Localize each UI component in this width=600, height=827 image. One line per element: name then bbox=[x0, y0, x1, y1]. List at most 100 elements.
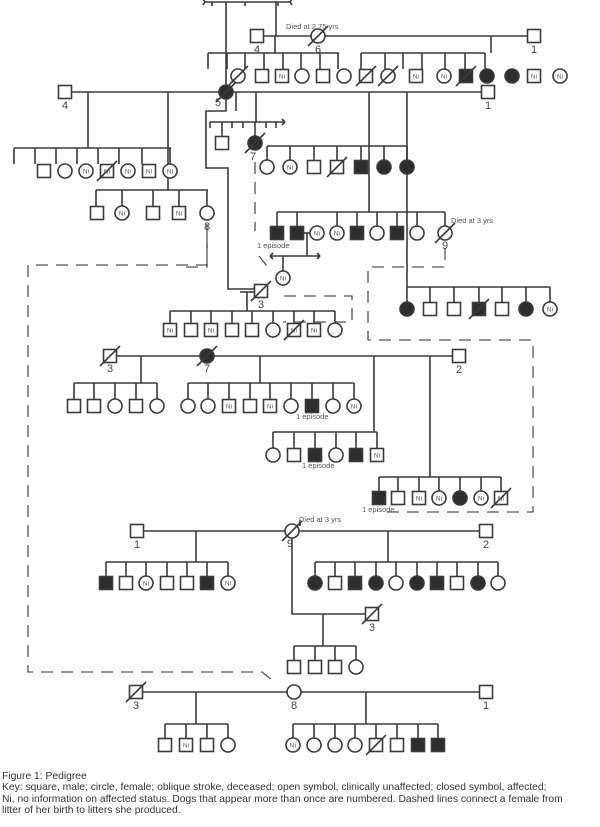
male-square-icon bbox=[57, 84, 73, 100]
male-square-icon bbox=[315, 68, 331, 84]
male-individual-l17-3 bbox=[327, 659, 343, 675]
deceased-stroke-icon bbox=[250, 280, 272, 302]
dog-number-label: 2 bbox=[483, 539, 489, 551]
female-individual-l15-3: Ni bbox=[138, 575, 154, 591]
male-individual-l3-1 bbox=[36, 163, 52, 179]
female-individual-l16-5 bbox=[388, 575, 404, 591]
male-individual-l19-6 bbox=[389, 737, 405, 753]
male-square-icon bbox=[286, 447, 302, 463]
female-individual-l12-9: Ni bbox=[346, 398, 362, 414]
dog-number-label: 5 bbox=[215, 97, 221, 109]
figure-key-line: Ni, no information on affected status. D… bbox=[2, 793, 563, 805]
female-individual-l7-4: Ni bbox=[329, 225, 345, 241]
female-individual-l11-3 bbox=[107, 398, 123, 414]
annotations: Died at 2.75 yrs Died at 3 yrs Died at 3… bbox=[257, 22, 493, 524]
no-information-label: Ni bbox=[557, 73, 563, 80]
male-individual-g3-m3: 3 bbox=[250, 280, 272, 311]
male-individual-l7-1 bbox=[269, 225, 285, 241]
affected-male-square-icon bbox=[429, 575, 445, 591]
pedigree-connector-line bbox=[406, 286, 551, 302]
female-circle-icon bbox=[114, 205, 130, 221]
female-individual-g1-f6: 6 bbox=[307, 25, 329, 56]
note-1-episode: 1 episode bbox=[302, 461, 335, 470]
figure-key-line: litter of her birth to litters she produ… bbox=[2, 804, 181, 816]
female-individual-g5-f9: 9 bbox=[281, 520, 303, 550]
female-circle-icon bbox=[436, 68, 452, 84]
male-individual-g5-m2: 2 bbox=[478, 523, 494, 551]
deceased-stroke-icon bbox=[196, 345, 218, 367]
pedigree-connector-line bbox=[73, 382, 158, 399]
deceased-stroke-icon bbox=[377, 65, 399, 87]
female-individual-l14-4: Ni bbox=[431, 490, 447, 506]
female-circle-icon bbox=[327, 737, 343, 753]
female-circle-icon bbox=[329, 225, 345, 241]
female-individual-g7-f8: 8 bbox=[286, 684, 302, 712]
male-individual-l16-2 bbox=[327, 575, 343, 591]
female-circle-icon bbox=[283, 398, 299, 414]
note-1-episode: 1 episode bbox=[296, 412, 329, 421]
affected-male-square-icon bbox=[307, 447, 323, 463]
male-individual-g6-m3: 3 bbox=[361, 603, 383, 634]
male-individual-l10-3 bbox=[446, 301, 462, 317]
pedigree-connector-line bbox=[276, 211, 446, 226]
no-information-label: Ni bbox=[183, 742, 189, 749]
female-circle-icon bbox=[431, 490, 447, 506]
deceased-stroke-icon bbox=[96, 160, 118, 182]
male-individual-l19-8 bbox=[430, 737, 446, 753]
deceased-stroke-icon bbox=[215, 81, 237, 103]
pedigree-connector-line bbox=[289, 0, 293, 6]
no-information-label: Ni bbox=[531, 73, 537, 80]
male-individual-l18-2: Ni bbox=[178, 737, 194, 753]
male-individual-l14-1 bbox=[371, 490, 387, 506]
no-information-label: Ni bbox=[478, 495, 484, 502]
deceased-stroke-icon bbox=[326, 156, 348, 178]
no-information-label: Ni bbox=[311, 327, 317, 334]
male-square-icon bbox=[141, 163, 157, 179]
male-individual-l13-5 bbox=[348, 447, 364, 463]
male-square-icon bbox=[183, 322, 199, 338]
pedigree-connector-line bbox=[360, 52, 486, 69]
dog-number-label: 9 bbox=[287, 538, 293, 550]
male-individual-l7-5 bbox=[349, 225, 365, 241]
female-circle-icon bbox=[78, 163, 94, 179]
female-individual-l2-4 bbox=[479, 68, 495, 84]
male-square-icon bbox=[179, 575, 195, 591]
male-square-icon bbox=[86, 398, 102, 414]
note-1-episode: 1 episode bbox=[257, 241, 290, 250]
male-square-icon bbox=[244, 322, 260, 338]
female-circle-icon bbox=[107, 398, 123, 414]
male-individual-l18-1 bbox=[157, 737, 173, 753]
female-individual-g2-f5: 5 bbox=[215, 81, 237, 109]
pedigree-connector-line bbox=[13, 147, 171, 164]
female-individual-l19-3 bbox=[327, 737, 343, 753]
female-individual-l2-5 bbox=[504, 68, 520, 84]
male-square-icon bbox=[221, 398, 237, 414]
pedigree-connector-line bbox=[205, 98, 254, 290]
dashed-litter-connector bbox=[186, 228, 208, 268]
male-individual-g2-m4: 4 bbox=[57, 84, 73, 112]
affected-male-square-icon bbox=[353, 159, 369, 175]
male-individual-l17-2 bbox=[307, 659, 323, 675]
male-individual-l10-2 bbox=[422, 301, 438, 317]
pedigree-connector-line bbox=[202, 0, 206, 6]
male-individual-l14-3: Ni bbox=[411, 490, 427, 506]
deceased-stroke-icon bbox=[281, 520, 303, 542]
male-square-icon bbox=[242, 398, 258, 414]
female-circle-icon bbox=[473, 490, 489, 506]
no-information-label: Ni bbox=[374, 452, 380, 459]
dog-number-label: 2 bbox=[456, 364, 462, 376]
deceased-stroke-icon bbox=[490, 487, 512, 509]
male-individual-l9-4 bbox=[224, 322, 240, 338]
male-individual-l6-5 bbox=[353, 159, 369, 175]
pedigree-connector-line bbox=[266, 145, 408, 160]
female-individual-l10-1 bbox=[399, 301, 415, 317]
male-individual-l12-4 bbox=[242, 398, 258, 414]
male-individual-l6-4 bbox=[326, 156, 348, 178]
male-individual-l7-2 bbox=[289, 225, 305, 241]
male-individual-l11-2 bbox=[86, 398, 102, 414]
female-circle-icon bbox=[180, 398, 196, 414]
female-individual-l3-7: Ni bbox=[162, 163, 178, 179]
no-information-label: Ni bbox=[167, 327, 173, 334]
male-square-icon bbox=[249, 28, 265, 44]
dog-number-label: 4 bbox=[254, 44, 260, 56]
